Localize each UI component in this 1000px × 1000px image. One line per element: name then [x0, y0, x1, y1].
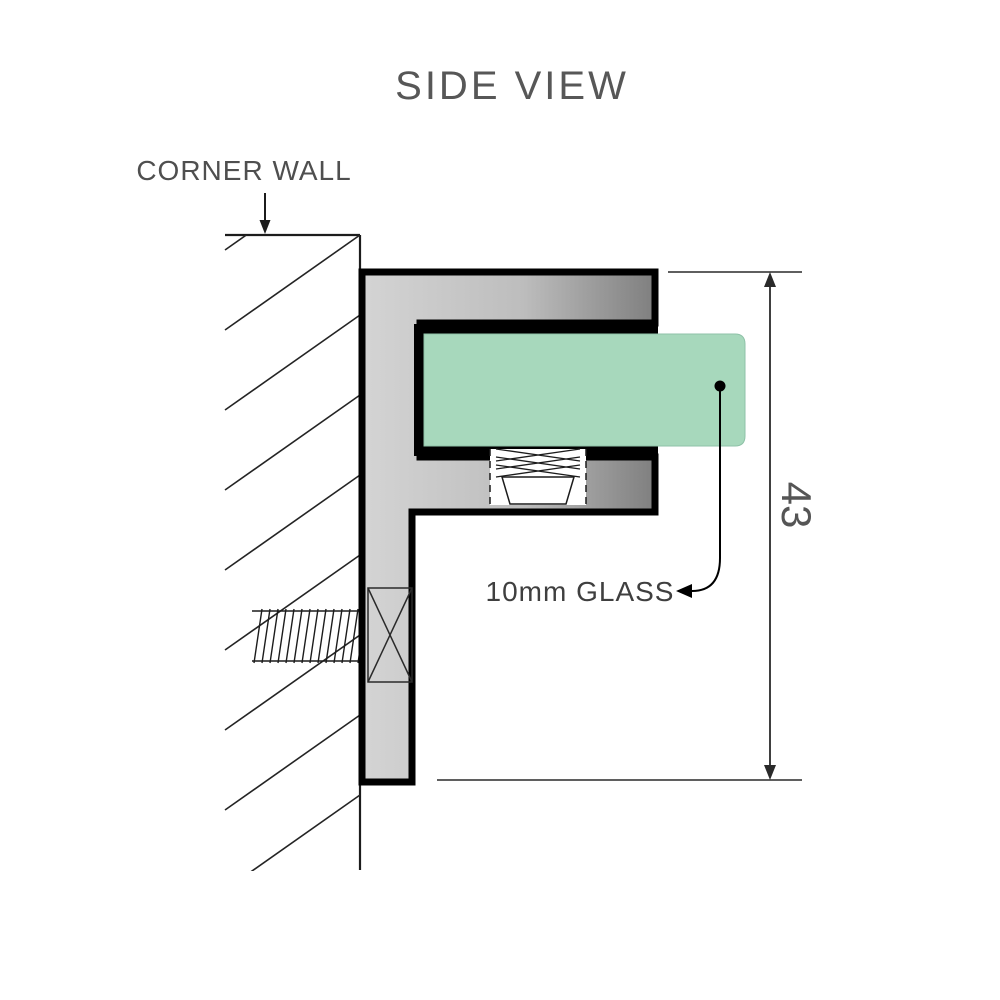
callout-leader-line: [691, 389, 721, 592]
wall-hatching: [224, 235, 361, 871]
wall-edges: [225, 233, 362, 870]
screw-head-cross-2: [367, 587, 413, 683]
corner-wall-arrowhead-icon: [259, 220, 271, 234]
screw-head-outline: [367, 587, 413, 683]
dim-value: 43: [773, 482, 820, 529]
glass-panel: [423, 333, 746, 447]
dim-arrowhead-down-icon: [764, 765, 776, 780]
corner-wall-arrow: [259, 193, 271, 234]
grub-screw-detail: [489, 448, 587, 507]
glass-callout: 10mm GLASS: [486, 380, 726, 607]
callout-arrowhead-icon: [676, 584, 692, 598]
screw-head-hidden: [367, 587, 413, 683]
dim-arrowhead-up-icon: [764, 272, 776, 287]
screw-thread-zigzag: [253, 608, 367, 664]
glass-callout-label: 10mm GLASS: [486, 576, 675, 607]
callout-dot-icon: [714, 380, 726, 392]
grub-thread-lines: [495, 448, 581, 478]
wall-screw: [252, 608, 368, 664]
page-title: SIDE VIEW: [395, 64, 629, 108]
dimension-43: 43: [437, 271, 820, 781]
grub-cup-outline: [500, 476, 576, 505]
corner-wall-label: CORNER WALL: [136, 155, 351, 186]
bracket-profile: [358, 268, 659, 786]
